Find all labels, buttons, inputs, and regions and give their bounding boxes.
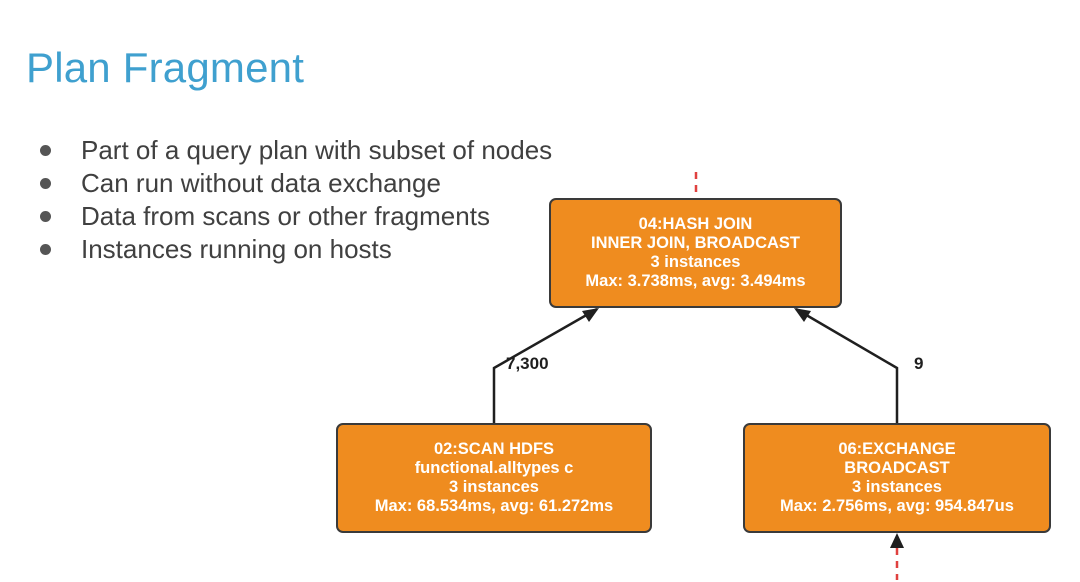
node-line: functional.alltypes c — [414, 459, 574, 477]
node-line: 02:SCAN HDFS — [433, 440, 555, 458]
node-line: INNER JOIN, BROADCAST — [590, 234, 800, 252]
node-line: 06:EXCHANGE — [838, 440, 956, 458]
edge-scan-to-join-arrow — [582, 308, 599, 322]
slide-title: Plan Fragment — [26, 44, 305, 91]
bullet-dot-icon — [40, 211, 51, 222]
bullet-text: Data from scans or other fragments — [81, 201, 490, 231]
bullet-text: Can run without data exchange — [81, 168, 441, 198]
edge-scan-to-join — [492, 307, 598, 423]
node-line: Max: 3.738ms, avg: 3.494ms — [585, 272, 806, 290]
edge-label-exchange: 9 — [914, 354, 924, 373]
node-line: 3 instances — [449, 478, 539, 496]
bullet-item: Can run without data exchange — [36, 167, 552, 200]
scan-hdfs-node[interactable]: 02:SCAN HDFS functional.alltypes c 3 ins… — [336, 423, 652, 533]
edge-exchange-to-join — [795, 307, 899, 423]
hash-join-node[interactable]: 04:HASH JOIN INNER JOIN, BROADCAST 3 ins… — [549, 198, 842, 308]
node-line: BROADCAST — [844, 459, 950, 477]
node-line: Max: 2.756ms, avg: 954.847us — [780, 497, 1014, 515]
bullet-item: Data from scans or other fragments — [36, 200, 552, 233]
bullet-item: Instances running on hosts — [36, 233, 552, 266]
bullet-text: Instances running on hosts — [81, 234, 392, 264]
exchange-node[interactable]: 06:EXCHANGE BROADCAST 3 instances Max: 2… — [743, 423, 1051, 533]
node-line: 3 instances — [852, 478, 942, 496]
bullet-dot-icon — [40, 178, 51, 189]
bullet-text: Part of a query plan with subset of node… — [81, 135, 553, 165]
edge-label-scan: 7,300 — [506, 354, 549, 373]
bullet-list: Part of a query plan with subset of node… — [36, 134, 552, 266]
node-line: Max: 68.534ms, avg: 61.272ms — [374, 497, 614, 515]
node-line: 3 instances — [650, 253, 741, 271]
bullet-dot-icon — [40, 244, 51, 255]
bullet-item: Part of a query plan with subset of node… — [36, 134, 552, 167]
edge-exchange-to-join-arrow — [794, 308, 811, 322]
exchange-input-arrow — [890, 533, 904, 548]
node-line: 04:HASH JOIN — [638, 215, 753, 233]
bullet-dot-icon — [40, 145, 51, 156]
